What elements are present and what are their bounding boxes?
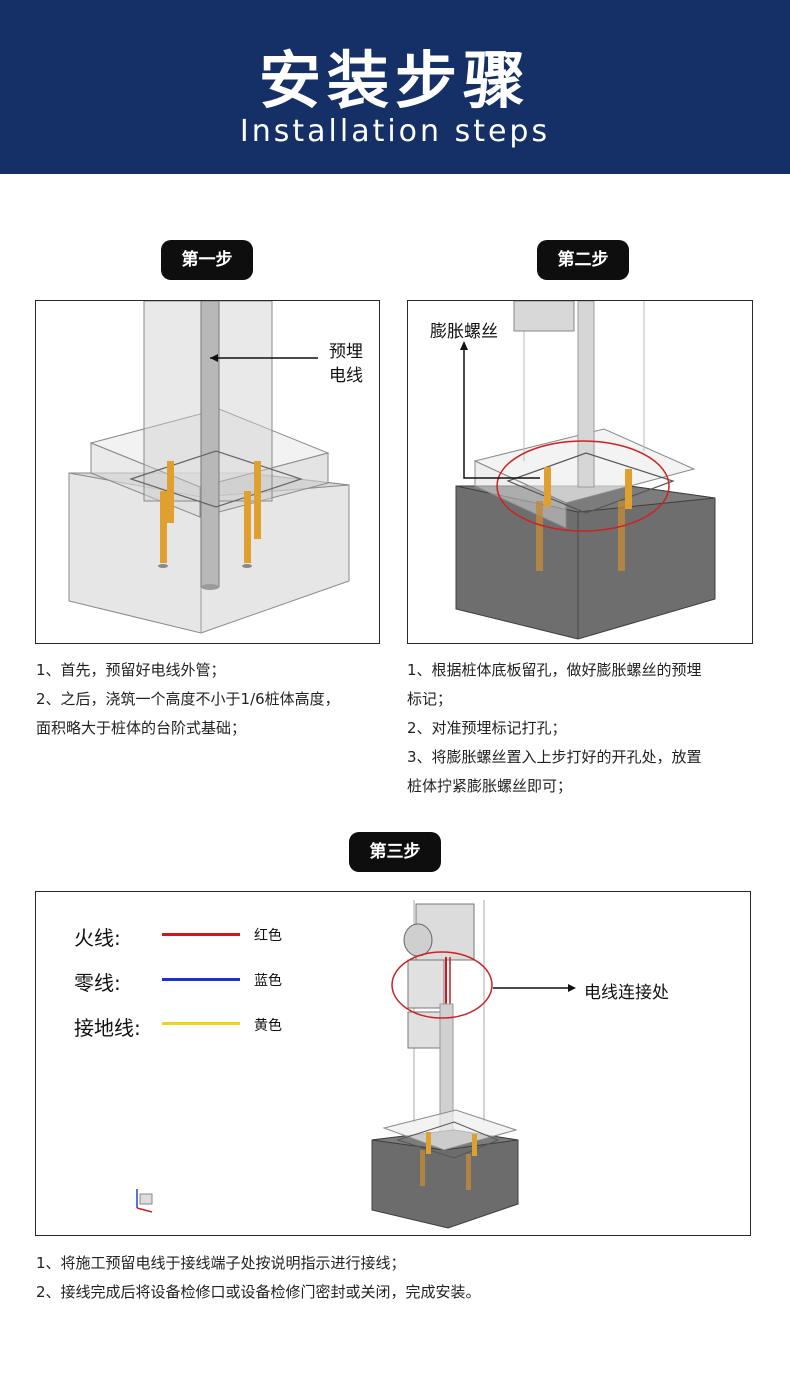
- step1-diagram: 预埋 电线: [35, 300, 380, 644]
- legend-ground-line: [162, 1022, 240, 1025]
- step2-line-5: 桩体拧紧膨胀螺丝即可；: [407, 777, 573, 795]
- legend-live-name: 火线:: [74, 926, 121, 950]
- legend-ground-name: 接地线:: [74, 1016, 141, 1040]
- step1-callout-line2: 电线: [329, 366, 363, 386]
- legend-ground-color: 黄色: [254, 1018, 282, 1034]
- step3-line-1: 1、将施工预留电线于接线端子处按说明指示进行接线；: [36, 1254, 406, 1272]
- step2-diagram: 膨胀螺丝: [407, 300, 753, 644]
- step1-illustration: [68, 301, 350, 634]
- step2-callout: 膨胀螺丝: [430, 322, 498, 342]
- step3-callout: 电线连接处: [584, 983, 669, 1003]
- step2-illustration: [455, 301, 716, 640]
- step1-line-1: 1、首先，预留好电线外管；: [36, 661, 226, 679]
- legend-neutral-line: [162, 978, 240, 981]
- step1-line-2: 2、之后，浇筑一个高度不小于1/6桩体高度，: [36, 690, 340, 708]
- page-title: 安装步骤: [258, 44, 531, 117]
- page-header: 安装步骤 Installation steps: [0, 0, 790, 174]
- step2-line-2: 标记；: [407, 690, 453, 708]
- step2-line-3: 2、对准预埋标记打孔；: [407, 719, 567, 737]
- step2-line-4: 3、将膨胀螺丝置入上步打好的开孔处，放置: [407, 748, 702, 766]
- step3-badge: 第三步: [349, 832, 441, 872]
- step3-description: 1、将施工预留电线于接线端子处按说明指示进行接线； 2、接线完成后将设备检修口或…: [36, 1249, 736, 1307]
- page-subtitle: Installation steps: [239, 114, 551, 149]
- step3-diagram: 火线: 红色 零线: 蓝色 接地线: 黄色: [35, 891, 751, 1236]
- step2-badge: 第二步: [537, 240, 629, 280]
- step2-description: 1、根据桩体底板留孔，做好膨胀螺丝的预埋 标记； 2、对准预埋标记打孔； 3、将…: [407, 656, 757, 801]
- step3-illustration: [136, 900, 576, 1229]
- step1-line-3: 面积略大于桩体的台阶式基础；: [36, 719, 247, 737]
- step1-badge: 第一步: [161, 240, 253, 280]
- step3-line-2: 2、接线完成后将设备检修口或设备检修门密封或关闭，完成安装。: [36, 1283, 481, 1301]
- step1-description: 1、首先，预留好电线外管； 2、之后，浇筑一个高度不小于1/6桩体高度， 面积略…: [36, 656, 381, 743]
- legend-live-line: [162, 933, 240, 936]
- legend-neutral-color: 蓝色: [254, 973, 282, 989]
- step1-callout-line1: 预埋: [329, 342, 363, 362]
- legend-live-color: 红色: [254, 928, 282, 944]
- legend-neutral-name: 零线:: [74, 971, 121, 995]
- step2-line-1: 1、根据桩体底板留孔，做好膨胀螺丝的预埋: [407, 661, 702, 679]
